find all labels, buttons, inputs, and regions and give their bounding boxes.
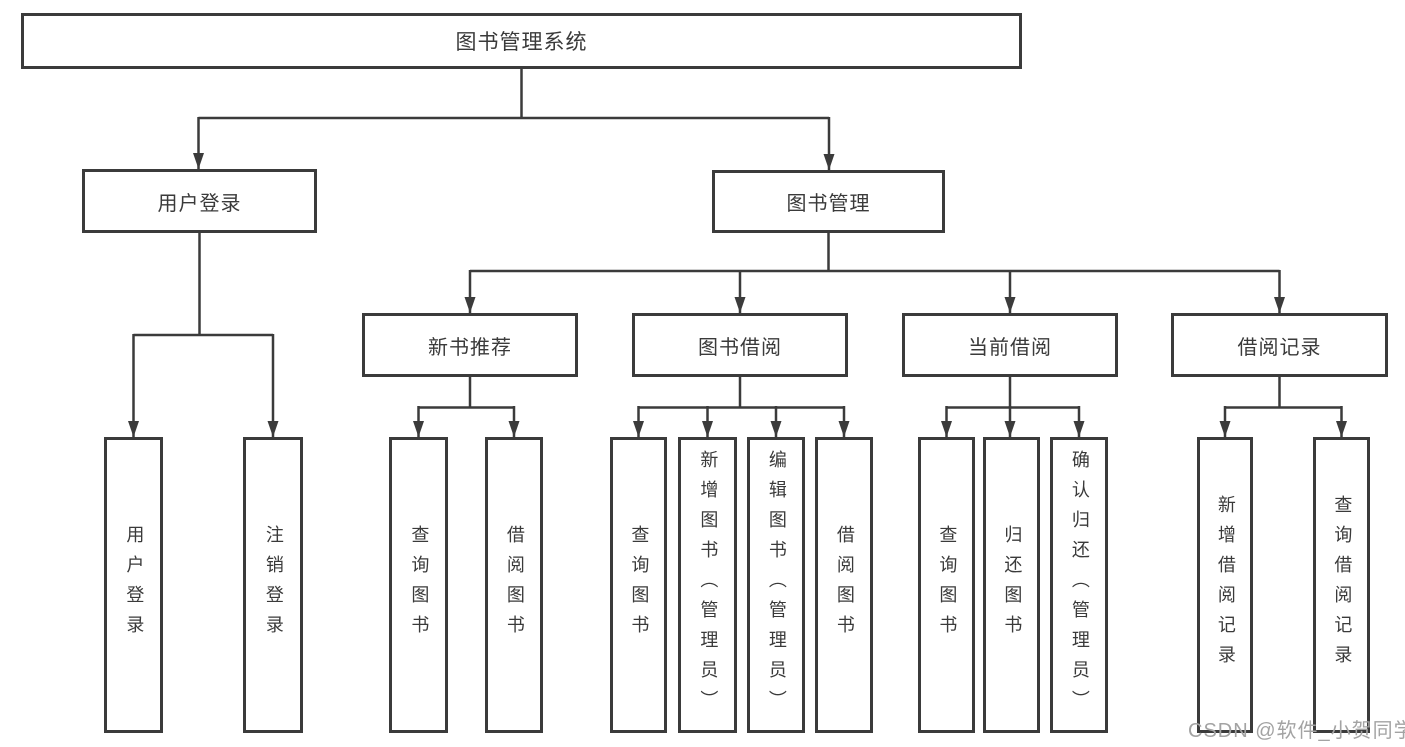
leaf-node-label: 查询借阅记录: [1332, 495, 1353, 675]
leaf-node-logout: 注销登录: [243, 437, 303, 733]
leaf-node-query-borrow-record: 查询借阅记录: [1313, 437, 1370, 733]
module-node-book-borrowing: 图书借阅: [632, 313, 848, 377]
leaf-node-borrow-books-recommend: 借阅图书: [485, 437, 543, 733]
root-node-library-management-system: 图书管理系统: [21, 13, 1022, 69]
leaf-node-label: 查询图书: [629, 525, 650, 645]
leaf-node-add-books-admin: 新增图书（管理员）: [678, 437, 737, 733]
leaf-node-query-books-borrowing: 查询图书: [610, 437, 667, 733]
module-node-new-book-recommendation: 新书推荐: [362, 313, 578, 377]
module-node-label: 借阅记录: [1237, 336, 1322, 359]
module-node-label: 图书借阅: [698, 336, 782, 359]
module-node-label: 新书推荐: [428, 336, 512, 359]
leaf-node-borrow-books-borrowing: 借阅图书: [815, 437, 873, 733]
leaf-node-label: 用户登录: [124, 525, 145, 645]
leaf-node-user-login: 用户登录: [104, 437, 163, 733]
leaf-node-label: 注销登录: [263, 525, 284, 645]
leaf-node-edit-books-admin: 编辑图书（管理员）: [747, 437, 805, 733]
root-node-label: 图书管理系统: [455, 31, 588, 54]
leaf-node-confirm-return-admin: 确认归还（管理员）: [1050, 437, 1108, 733]
branch-node-book-management: 图书管理: [712, 170, 945, 233]
leaf-node-label: 归还图书: [1002, 525, 1023, 645]
leaf-node-label: 借阅图书: [504, 525, 525, 645]
leaf-node-add-borrow-record: 新增借阅记录: [1197, 437, 1253, 733]
leaf-node-label: 查询图书: [937, 525, 958, 645]
leaf-node-label: 新增借阅记录: [1215, 495, 1236, 675]
leaf-node-label: 确认归还（管理员）: [1069, 450, 1090, 720]
leaf-node-label: 查询图书: [409, 525, 430, 645]
leaf-node-query-books-recommend: 查询图书: [389, 437, 448, 733]
leaf-node-label: 新增图书（管理员）: [698, 450, 719, 720]
branch-node-label: 图书管理: [786, 193, 871, 215]
branch-node-label: 用户登录: [157, 192, 242, 215]
leaf-node-query-books-current: 查询图书: [918, 437, 975, 733]
module-node-borrowing-records: 借阅记录: [1171, 313, 1388, 377]
csdn-watermark: CSDN @软件_小贺同学: [1188, 720, 1405, 742]
leaf-node-return-books: 归还图书: [983, 437, 1040, 733]
leaf-node-label: 编辑图书（管理员）: [766, 450, 787, 720]
module-node-label: 当前借阅: [968, 336, 1052, 359]
module-node-current-borrowing: 当前借阅: [902, 313, 1118, 377]
leaf-node-label: 借阅图书: [834, 525, 855, 645]
branch-node-user-login: 用户登录: [82, 169, 317, 233]
